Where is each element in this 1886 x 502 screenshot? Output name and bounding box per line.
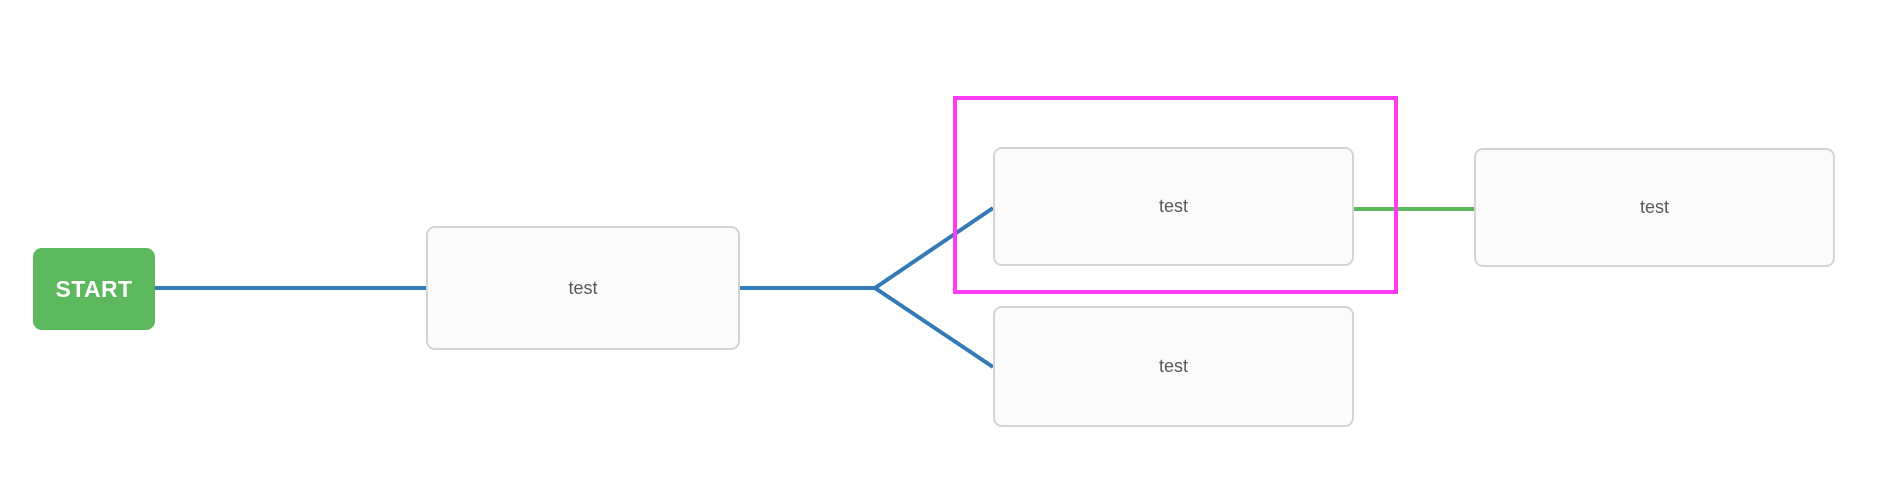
node-start-label: START bbox=[55, 275, 133, 302]
edge-branch-to-task-3[interactable] bbox=[873, 286, 995, 369]
edge-branch-to-task-2[interactable] bbox=[873, 206, 995, 290]
node-task-2-label: test bbox=[1158, 196, 1188, 216]
node-task-1-label: test bbox=[568, 277, 598, 298]
node-task-3-label: test bbox=[1158, 356, 1188, 376]
node-task-1[interactable]: test bbox=[426, 226, 740, 350]
node-task-3[interactable]: test bbox=[993, 306, 1354, 427]
node-task-4[interactable]: test bbox=[1474, 148, 1835, 267]
node-start[interactable]: START bbox=[33, 248, 155, 330]
node-task-2[interactable]: test bbox=[993, 147, 1354, 266]
node-task-4-label: test bbox=[1639, 197, 1669, 217]
